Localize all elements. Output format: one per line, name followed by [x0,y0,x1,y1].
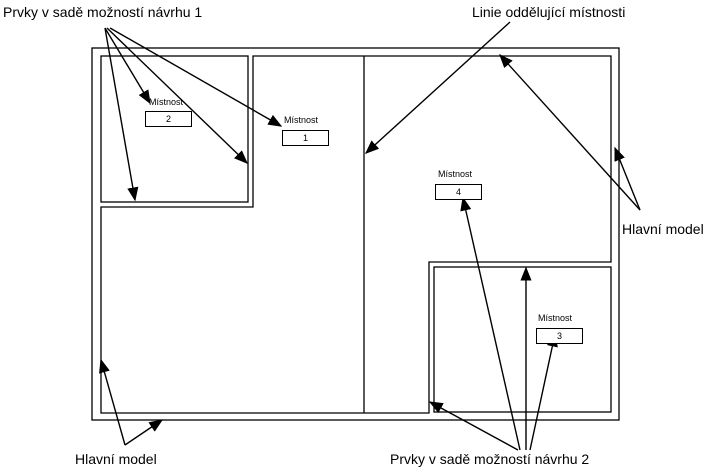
arrow [364,21,511,154]
arrow [104,27,139,202]
callout-main-model-right: Hlavní model [622,221,704,237]
room-label: Místnost [538,313,573,323]
arrow [109,27,283,127]
callout-room-separation-line: Linie oddělující místnosti [472,4,626,20]
room-number-tag: 2 [145,111,192,127]
arrow [529,332,558,451]
room-3-wall [433,266,612,413]
arrows [99,21,641,451]
callout-options-set-1: Prvky v sadě možností návrhu 1 [3,4,203,20]
room-number-tag: 3 [536,328,583,344]
arrow [124,419,164,446]
inner-wall [100,55,612,414]
room-number-tag: 1 [282,130,329,146]
room-label: Místnost [149,97,184,107]
arrow [428,401,519,451]
arrow [499,53,641,211]
room-label: Místnost [438,169,473,179]
callout-main-model-bottom: Hlavní model [75,451,157,467]
arrow [106,27,249,164]
room-label: Místnost [284,115,319,125]
arrow [614,146,641,211]
arrow [99,358,126,446]
outer-wall [91,47,620,421]
arrow [460,196,521,451]
room-2-wall [100,55,249,203]
callout-options-set-2: Prvky v sadě možností návrhu 2 [390,451,590,467]
room-number-tag: 4 [435,184,482,200]
arrow [104,27,151,105]
